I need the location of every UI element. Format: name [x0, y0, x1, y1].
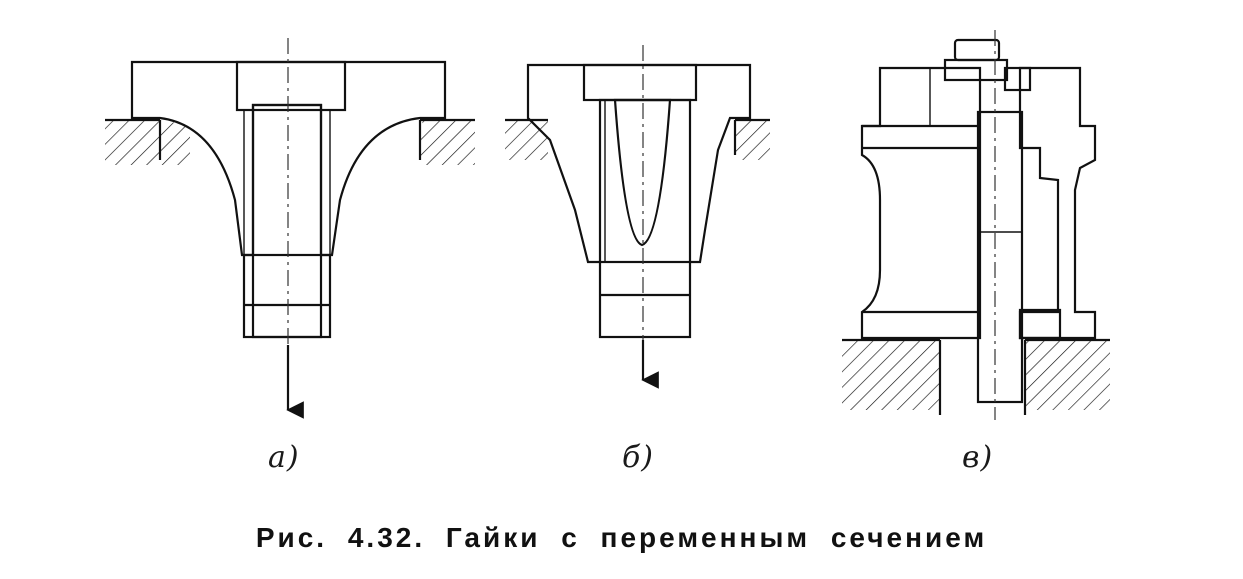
bolt-b: [598, 260, 692, 339]
bolt-a: [242, 103, 332, 339]
subfigure-label-c: в): [962, 440, 994, 475]
drawing-a: [105, 38, 475, 419]
base-plate-b: [505, 118, 770, 160]
stud-c: [943, 38, 1032, 404]
nut-body-c: [860, 66, 1097, 340]
base-plate-c: [842, 338, 1110, 415]
nut-body-b: [526, 63, 752, 264]
drawing-b: [505, 45, 770, 389]
figure-caption: Рис. 4.32. Гайки с переменным сечением: [255, 522, 988, 553]
drawing-c: [842, 30, 1110, 420]
subfigure-label-b: б): [622, 440, 655, 475]
base-plate-a: [105, 118, 475, 165]
subfigure-label-a: а): [268, 440, 300, 475]
